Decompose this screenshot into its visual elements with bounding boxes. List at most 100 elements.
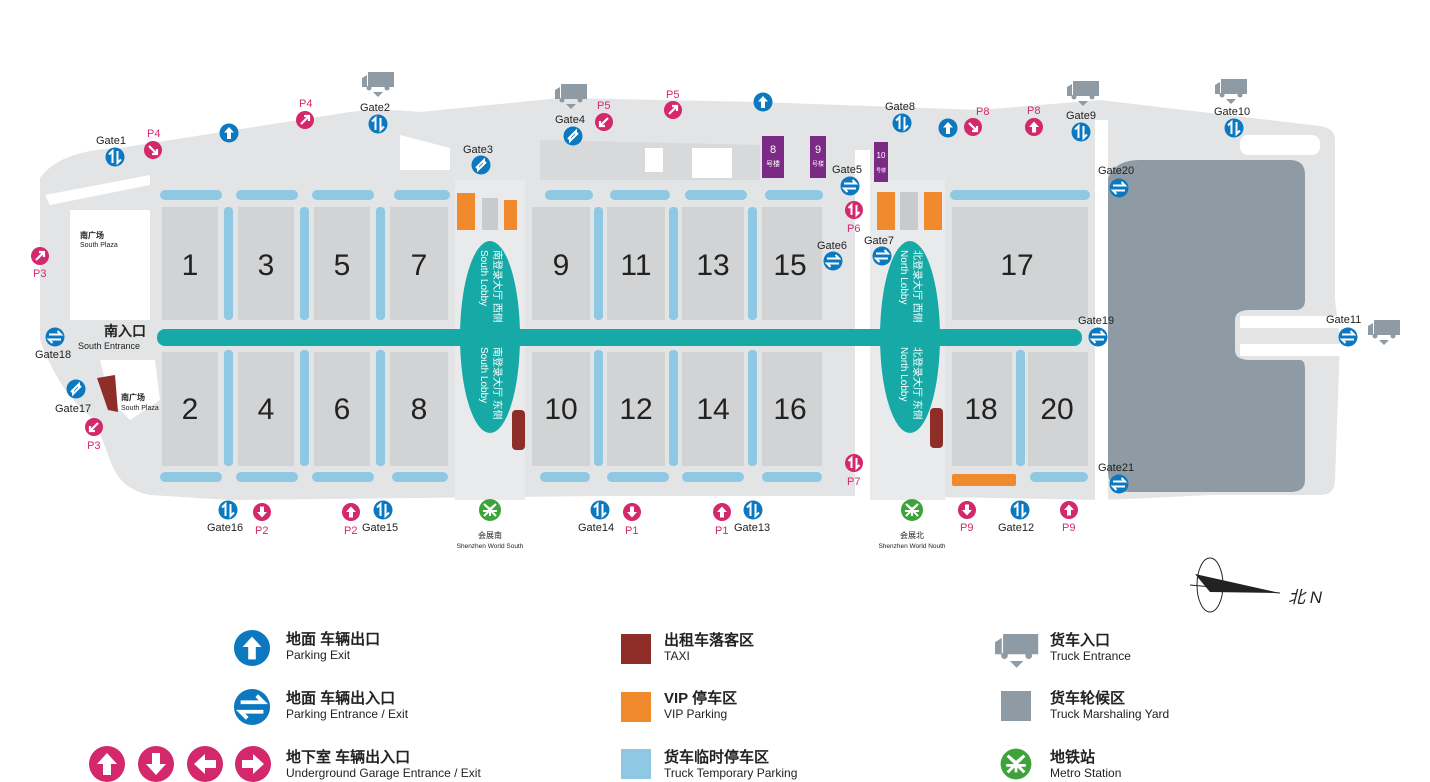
svg-text:10: 10 (877, 151, 886, 160)
svg-text:会展南: 会展南 (478, 530, 502, 540)
building-8: 8 号楼 (762, 136, 784, 178)
central-avenue (157, 329, 1082, 346)
legend-zh: 货车入口 (1050, 632, 1111, 649)
hall-10 (532, 352, 590, 466)
gate7-label: Gate7 (864, 235, 894, 247)
hall-2 (162, 352, 218, 466)
legend-parking-exit: 地面 车辆出口 Parking Exit (286, 631, 381, 663)
hall-label: 12 (619, 393, 652, 426)
gate18-icon (44, 326, 66, 348)
truck-marshaling-yard (1108, 160, 1305, 492)
hall-label: 3 (258, 249, 275, 282)
p2-label: P2 (255, 525, 268, 537)
truck-entrance-icon (995, 634, 1039, 668)
legend-en: TAXI (664, 649, 690, 663)
hall-3 (238, 207, 294, 320)
legend-zh: 地面 车辆出口 (286, 631, 381, 648)
svg-text:8: 8 (770, 144, 776, 156)
gate18-label: Gate18 (35, 349, 71, 361)
north-lobby-east-en: North Lobby (898, 347, 909, 401)
gate4-label: Gate4 (555, 114, 585, 126)
metro-legend-icon (999, 747, 1033, 781)
hall-5 (314, 207, 370, 320)
gate12-icon (1009, 499, 1031, 521)
legend-parking-entrance-exit: 地面 车辆出入口 Parking Entrance / Exit (286, 690, 409, 722)
svg-text:号楼: 号楼 (766, 159, 780, 168)
parking-exit-icon (233, 629, 271, 667)
p8-label: P8 (976, 106, 989, 118)
vip-swatch (621, 692, 651, 722)
legend-zh: 地面 车辆出入口 (286, 690, 396, 707)
gate15-icon (372, 499, 394, 521)
underground-down-icon (138, 746, 174, 782)
hall-6 (314, 352, 370, 466)
legend-en: Parking Entrance / Exit (286, 707, 409, 721)
p4-icon (294, 109, 316, 131)
hall-label: 13 (696, 249, 729, 282)
p7-label: P7 (847, 476, 860, 488)
hall-label: 4 (258, 393, 275, 426)
gate19-label: Gate19 (1078, 315, 1114, 327)
legend-metro: 地铁站 Metro Station (1050, 749, 1121, 781)
hall-label: 7 (411, 249, 428, 282)
hall-label: 1 (182, 249, 199, 282)
compass-label: 北 N (1288, 588, 1323, 607)
hall-label: 2 (182, 393, 199, 426)
north-lobby (880, 241, 940, 433)
p9-icon (958, 501, 976, 519)
hall-label: 11 (620, 249, 651, 282)
gate8-icon (891, 112, 913, 134)
svg-text:Shenzhen World Nouth: Shenzhen World Nouth (878, 543, 945, 550)
legend-zh: 货车临时停车区 (664, 749, 770, 766)
south-plaza-top-area (70, 210, 150, 320)
hall-label: 9 (553, 249, 570, 282)
gate19-icon (1087, 326, 1109, 348)
p8-icon (962, 116, 984, 138)
north-lobby-west-en: North Lobby (898, 250, 909, 304)
metro-north: 会展北 Shenzhen World Nouth (878, 498, 946, 550)
gate1-label: Gate1 (96, 135, 126, 147)
hall-blocks (162, 207, 1088, 466)
legend-taxi: 出租车落客区 TAXI (664, 632, 755, 664)
truck-temp-swatch (621, 749, 651, 779)
gate12-label: Gate12 (998, 522, 1034, 534)
svg-text:会展北: 会展北 (900, 530, 924, 540)
hall-label: 18 (964, 393, 997, 426)
p2-icon (253, 503, 271, 521)
gate13-icon (742, 499, 764, 521)
hall-15 (762, 207, 822, 320)
gate11-label: Gate11 (1326, 314, 1361, 326)
gate21-icon (1108, 473, 1130, 495)
underground-right-icon (235, 746, 271, 782)
svg-text:号楼: 号楼 (876, 167, 886, 174)
hall-label: 14 (696, 393, 729, 426)
underground-left-icon (187, 746, 223, 782)
north-lobby-west-zh: 北登录大厅 西侧 (911, 250, 924, 323)
south-entrance-en: South Entrance (78, 341, 140, 351)
entrance-exit-icon (232, 687, 272, 727)
gate11-icon (1337, 326, 1359, 348)
vip-parking (457, 192, 1016, 486)
legend-zh: 出租车落客区 (664, 632, 755, 649)
south-plaza-top-en: South Plaza (80, 242, 118, 249)
p2-icon (342, 503, 360, 521)
legend-truck-entrance: 货车入口 Truck Entrance (1050, 632, 1131, 664)
hall-label: 5 (334, 249, 351, 282)
legend-underground: 地下室 车辆出入口 Underground Garage Entrance / … (286, 750, 481, 781)
north-lobby-east-zh: 北登录大厅 东侧 (911, 347, 924, 420)
gate21-label: Gate21 (1098, 462, 1134, 474)
south-lobby-west-zh: 南登录大厅 西侧 (491, 250, 504, 323)
gate1-icon (104, 146, 126, 168)
legend-en: Truck Marshaling Yard (1050, 707, 1170, 721)
metro-icon (478, 498, 502, 522)
legend-vip: VIP 停车区 VIP Parking (664, 691, 737, 722)
taxi-swatch (621, 634, 651, 664)
legend-en: Parking Exit (286, 648, 351, 662)
south-plaza-top-zh: 南广场 (80, 230, 104, 240)
p8-icon (1025, 118, 1043, 136)
hall-12 (607, 352, 665, 466)
hall-18 (952, 352, 1012, 466)
p8-label: P8 (1027, 105, 1040, 117)
legend-zh: 地铁站 (1050, 749, 1096, 766)
